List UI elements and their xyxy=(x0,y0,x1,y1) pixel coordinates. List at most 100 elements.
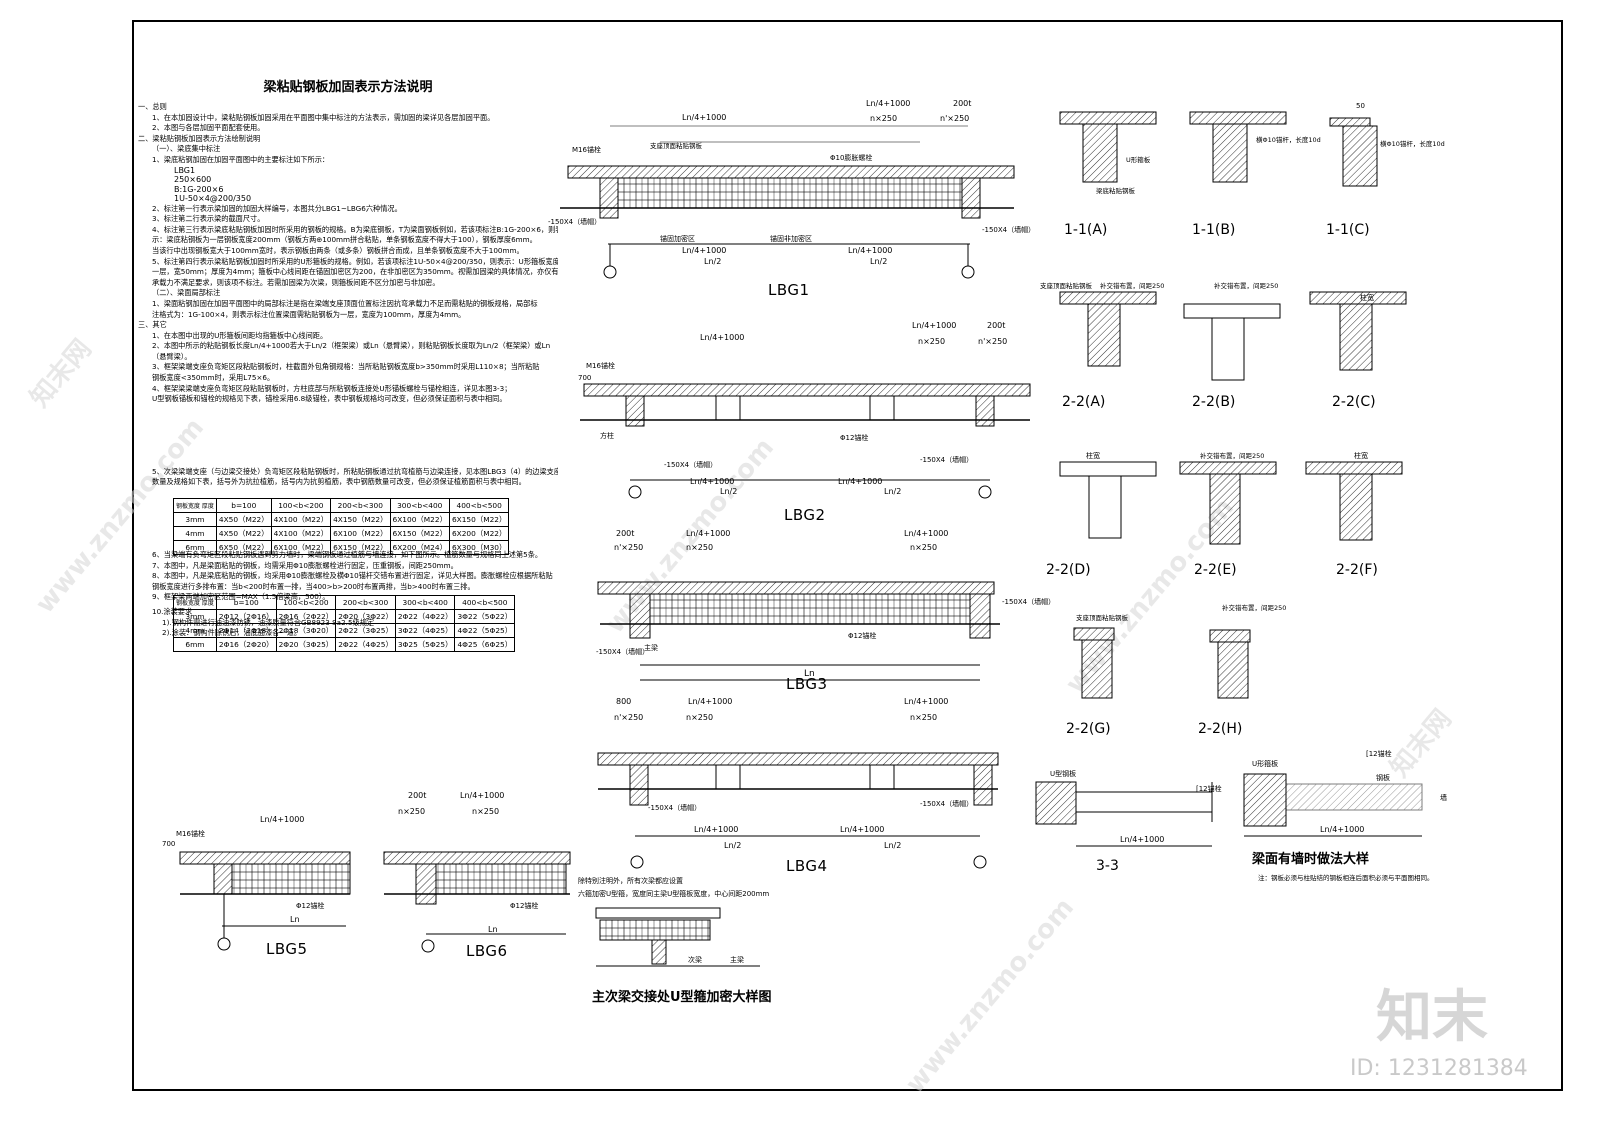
dim-label: [12锚栓 xyxy=(1366,749,1392,758)
dim-label: -150X4（墙帽） xyxy=(648,803,701,812)
dim-label: -150X4（墙帽） xyxy=(664,460,717,469)
note-line: （悬臂梁）。 xyxy=(152,351,192,361)
dim-label: Ln xyxy=(804,669,815,679)
dim-label: Ln/2 xyxy=(724,841,741,850)
note-line: 5、次梁梁端支座（与边梁交接处）负弯矩区段粘贴钢板时，所粘贴钢板通过抗弯植筋与边… xyxy=(152,466,558,476)
code-line: B:1G-200×6 xyxy=(174,184,224,194)
lbg5-elevation xyxy=(179,851,351,951)
dim-label: 800 xyxy=(616,697,631,706)
dim-label: Ln/4+1000 xyxy=(904,697,948,706)
section-label: 1-1(A) xyxy=(1064,222,1108,238)
note-line: 7、本图中，凡是梁面粘贴的钢板，均需采用Φ10膨胀螺栓进行固定，压重钢板，间距2… xyxy=(152,560,458,570)
dim-label: Ln/4+1000 xyxy=(866,99,910,108)
table-cell: 4mm xyxy=(173,623,217,638)
section-label: 1-1(C) xyxy=(1326,222,1370,238)
dim-label: -150X4（墙帽） xyxy=(1002,597,1055,606)
dim-label: 补交错布置，间距250 xyxy=(1100,281,1164,290)
dim-label: Ln xyxy=(290,915,300,924)
section-2-2-def-group xyxy=(1059,461,1403,545)
dim-label: -150X4（墙帽） xyxy=(920,799,973,808)
dim-label: 700 xyxy=(162,840,175,848)
table-row: 4mm 2Φ14（2Φ18） 2Φ18（3Φ20） 2Φ22（3Φ25） 3Φ2… xyxy=(173,623,516,638)
dim-label: Ln/4+1000 xyxy=(688,697,732,706)
wall-detail-title: 梁面有墙时做法大样 xyxy=(1252,852,1370,867)
note-line: 2、本图中所示的粘贴钢板长度Ln/4+1000若大于Ln/2（框架梁）或Ln（悬… xyxy=(152,341,551,351)
table-cell: 6X100（M22） xyxy=(270,540,332,555)
table-cell: 2Φ22（4Φ25） xyxy=(335,637,396,652)
table-row: 3mm 2Φ12（2Φ16） 2Φ16（2Φ22） 2Φ20（3Φ22） 2Φ2… xyxy=(173,609,516,624)
dim-label: Ln/4+1000 xyxy=(838,477,882,486)
note-line: 一层，宽50mm；厚度为4mm；箍板中心线间距在锚固加密区为200，在非加密区为… xyxy=(152,267,558,277)
section-2-2-abc-group xyxy=(1059,291,1407,381)
watermark-id: ID: 1231281384 xyxy=(1350,1056,1528,1081)
table-cell: 3Φ25（5Φ25） xyxy=(394,637,456,652)
note-line: 示：梁底粘钢板为一层钢板宽度200mm（钢板方两⊕100mm拼合粘贴，单条钢板宽… xyxy=(152,235,537,245)
dim-label: 横Φ10锚杆，长度10d xyxy=(1380,139,1445,148)
table-cell: 6mm xyxy=(173,540,217,555)
dim-label: n'×250 xyxy=(614,713,643,722)
section-label: 2-2(A) xyxy=(1062,394,1106,410)
dim-label: -150X4（墙帽） xyxy=(982,225,1035,234)
dim-label: Ln xyxy=(488,925,498,934)
lbg2-label: LBG2 xyxy=(784,506,826,524)
heading: 二、梁粘贴钢板加固表示方法绘制说明 xyxy=(138,133,261,143)
dim-label: Φ12锚栓 xyxy=(848,631,876,640)
detail-note: 注：钢板必须与柱贴结的钢板相连后面积必须与平面图相同。 xyxy=(1258,873,1434,882)
lbg1-elevation xyxy=(560,125,1015,279)
heading: 一、总则 xyxy=(138,102,167,111)
dim-label: [12锚栓 xyxy=(1196,784,1222,793)
note-line: 5、标注第四行表示梁粘贴钢板加固时所采用的U形箍板的规格。例如，若该项标注1U-… xyxy=(152,256,558,266)
dim-label: 柱宽 xyxy=(1086,451,1100,460)
wall-detail xyxy=(1243,773,1423,837)
lbg3-label: LBG3 xyxy=(786,675,828,693)
dim-label: Ln/4+1000 xyxy=(460,791,504,800)
dim-label: 墙 xyxy=(1440,793,1447,802)
note-line: 3、框架梁端支座负弯矩区段粘贴钢板时，柱截面外包角钢规格：当所粘贴钢板宽度b>3… xyxy=(152,362,540,372)
dim-label: Ln/2 xyxy=(870,257,887,266)
code-line: 1U-50×4@200/350 xyxy=(174,194,252,204)
dim-label: Ln/4+1000 xyxy=(912,321,956,330)
dim-label: U型钢板 xyxy=(1050,769,1076,778)
dim-label: Ln/4+1000 xyxy=(694,825,738,834)
dim-label: -150X4（墙帽） xyxy=(920,455,973,464)
dim-label: 梁底粘贴钢板 xyxy=(1096,186,1136,195)
dim-label: M16锚栓 xyxy=(176,829,205,838)
dim-label: Ln/4+1000 xyxy=(904,529,948,538)
dim-label: -150X4（墙帽） xyxy=(548,217,601,226)
lbg3-elevation xyxy=(597,581,1000,681)
section-label: 3-3 xyxy=(1096,858,1119,874)
table-row: 6mm 6X50（M22） 6X100（M22） 6X150（M22） 6X20… xyxy=(173,540,510,555)
code-line: LBG1 xyxy=(174,165,196,175)
dim-label: Ln/4+1000 xyxy=(690,477,734,486)
table-row: 3mm 4X50（M22） 4X100（M22） 4X150（M22） 6X10… xyxy=(173,512,510,527)
dim-label: 补交错布置，间距250 xyxy=(1222,603,1286,612)
dim-label: n'×250 xyxy=(614,543,643,552)
junction-detail xyxy=(595,907,760,967)
section-1-1-group xyxy=(1059,111,1378,187)
table-cell: 6mm xyxy=(173,637,217,652)
dim-label: n×250 xyxy=(472,807,499,816)
note-line: 承载力不满足要求，则该项不标注。若需加固梁为次梁，则箍板间距不区分加密与非加密。 xyxy=(152,277,440,287)
dim-label: Ln/2 xyxy=(704,257,721,266)
dim-label: 50 xyxy=(1356,102,1365,110)
note-line: 2、本图与各层加固平面配套使用。 xyxy=(152,123,265,133)
section-3-3 xyxy=(1035,781,1213,847)
dim-label: Ln/4+1000 xyxy=(700,333,744,342)
section-label: 2-2(B) xyxy=(1192,394,1236,410)
lbg6-elevation xyxy=(383,851,571,953)
note-line: 3、标注第二行表示梁的截面尺寸。 xyxy=(152,214,265,224)
note-line: 钢板宽度进行多排布置：当b<200时布置一排，当400>b>200时布置两排，当… xyxy=(152,581,475,591)
dim-label: 锚固加密区 xyxy=(660,234,695,243)
lbg6-label: LBG6 xyxy=(466,942,508,960)
subheading: （二）、梁面局部标注 xyxy=(152,288,221,298)
subheading: 10.涂装要求 xyxy=(152,607,193,616)
dim-label: Ln/2 xyxy=(884,841,901,850)
table-cell: 4Φ25（6Φ25） xyxy=(454,637,516,652)
dim-label: Φ12锚栓 xyxy=(840,433,868,442)
dim-label: M16锚栓 xyxy=(586,361,615,370)
dim-label: 锚固非加密区 xyxy=(770,234,812,243)
dim-label: 支座顶面粘贴钢板 xyxy=(1076,613,1129,622)
dim-label: Ln/4+1000 xyxy=(682,113,726,122)
dim-label: Ln/4+1000 xyxy=(1120,835,1164,844)
dim-label: Ln/4+1000 xyxy=(686,529,730,538)
